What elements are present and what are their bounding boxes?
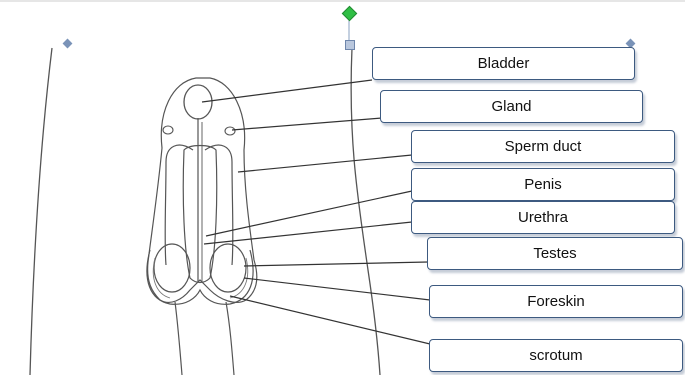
body-outline-left	[30, 48, 52, 375]
label-foreskin[interactable]: Foreskin	[429, 285, 683, 318]
leg-outline-left	[175, 302, 182, 375]
testis-right	[210, 244, 246, 292]
leader-line-scrotum	[230, 296, 430, 344]
leader-line-urethra	[204, 222, 412, 244]
label-gland[interactable]: Gland	[380, 90, 643, 123]
leader-line-foreskin	[244, 278, 430, 300]
leader-line-bladder	[202, 80, 372, 102]
label-penis[interactable]: Penis	[411, 168, 675, 201]
label-scrotum[interactable]: scrotum	[429, 339, 683, 372]
label-urethra[interactable]: Urethra	[411, 201, 675, 234]
leader-line-testes	[244, 262, 428, 266]
sperm-duct-left	[165, 145, 193, 265]
bladder-shape	[184, 85, 212, 119]
leader-line-sperm-duct	[238, 155, 412, 172]
label-testes[interactable]: Testes	[427, 237, 683, 270]
gland-left	[163, 126, 173, 134]
label-sperm-duct[interactable]: Sperm duct	[411, 130, 675, 163]
leg-outline-right	[226, 302, 234, 375]
testis-left	[154, 244, 190, 292]
penis-shape	[183, 146, 217, 283]
top-center-handle[interactable]	[345, 40, 355, 50]
gland-right	[225, 127, 235, 135]
leader-line-penis	[206, 191, 412, 236]
leader-line-gland	[232, 118, 382, 130]
label-bladder[interactable]: Bladder	[372, 47, 635, 80]
scrotum-shape	[147, 250, 253, 304]
